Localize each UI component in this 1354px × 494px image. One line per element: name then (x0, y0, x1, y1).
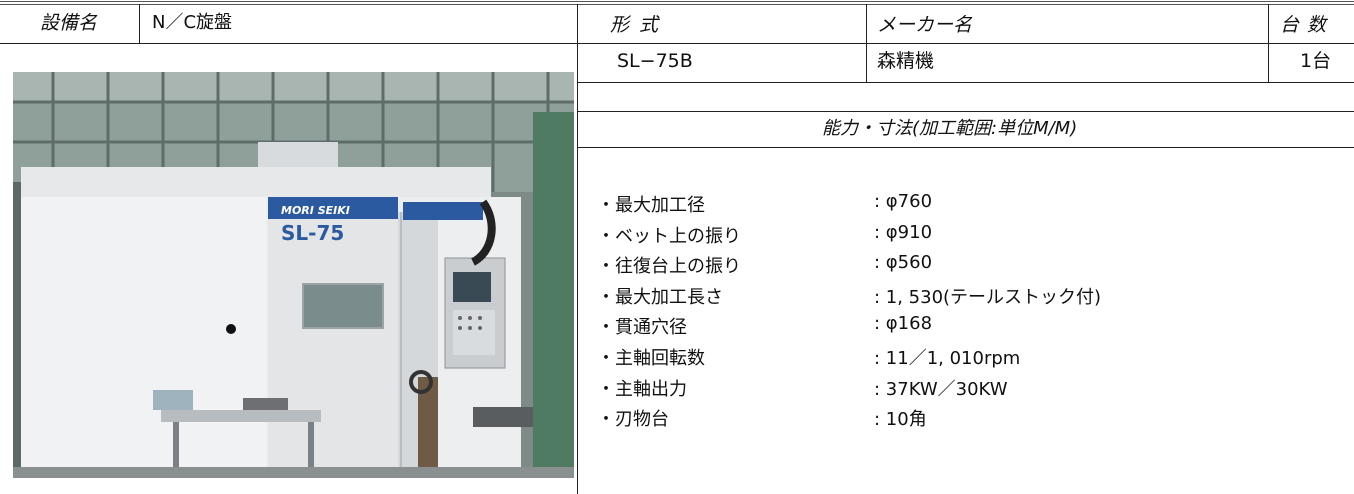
equipment-name-label: 設備名 (40, 12, 98, 34)
quantity-label: 台 数 (1280, 14, 1328, 36)
spec-value: : φ168 (874, 313, 933, 335)
spec-label: ・貫通穴径 (597, 317, 687, 339)
header-bottom-border (0, 43, 1354, 44)
spec-label: ・刃物台 (597, 409, 669, 431)
maker-label: メーカー名 (877, 14, 973, 36)
section-title-bottom-border (577, 147, 1354, 148)
model-value: SL−75B (617, 50, 693, 72)
main-divider (577, 4, 578, 494)
spec-label: ・主軸回転数 (597, 348, 705, 369)
spec-label: ・最大加工径 (597, 195, 705, 216)
maker-value: 森精機 (877, 50, 935, 72)
equipment-name: N／C旋盤 (152, 12, 233, 33)
divider-after-label (139, 4, 140, 44)
spec-value: : 11／1, 010rpm (874, 348, 1021, 369)
spec-value: : φ760 (874, 191, 933, 212)
spec-value: : 1, 530(テールストック付) (874, 286, 1102, 308)
brand-logo-text: MORI SEIKI (281, 204, 350, 217)
machine-photo: MORI SEIKI SL-75 (13, 72, 574, 478)
spec-value: : φ910 (874, 221, 933, 243)
spec-label: ・ベット上の振り (597, 225, 741, 247)
top-border-2 (0, 4, 1354, 5)
spec-label: ・主軸出力 (597, 378, 687, 400)
model-row-bottom-border (577, 82, 1354, 83)
divider-before-maker (866, 4, 867, 83)
quantity-value: 1台 (1300, 50, 1332, 72)
blank-row-bottom-border (577, 111, 1354, 112)
spec-label: ・往復台上の振り (597, 256, 741, 278)
divider-before-quantity (1268, 4, 1269, 83)
section-title: 能力・寸法(加工範囲:単位M/M) (822, 118, 1078, 139)
spec-value: : 37KW／30KW (874, 378, 1008, 400)
spec-value: : 10角 (874, 409, 927, 431)
model-label: 形 式 (610, 14, 661, 36)
spec-value: : φ560 (874, 252, 933, 274)
spec-label: ・最大加工長さ (597, 286, 723, 308)
model-plate-text: SL-75 (281, 221, 344, 245)
top-border (0, 1, 1354, 2)
